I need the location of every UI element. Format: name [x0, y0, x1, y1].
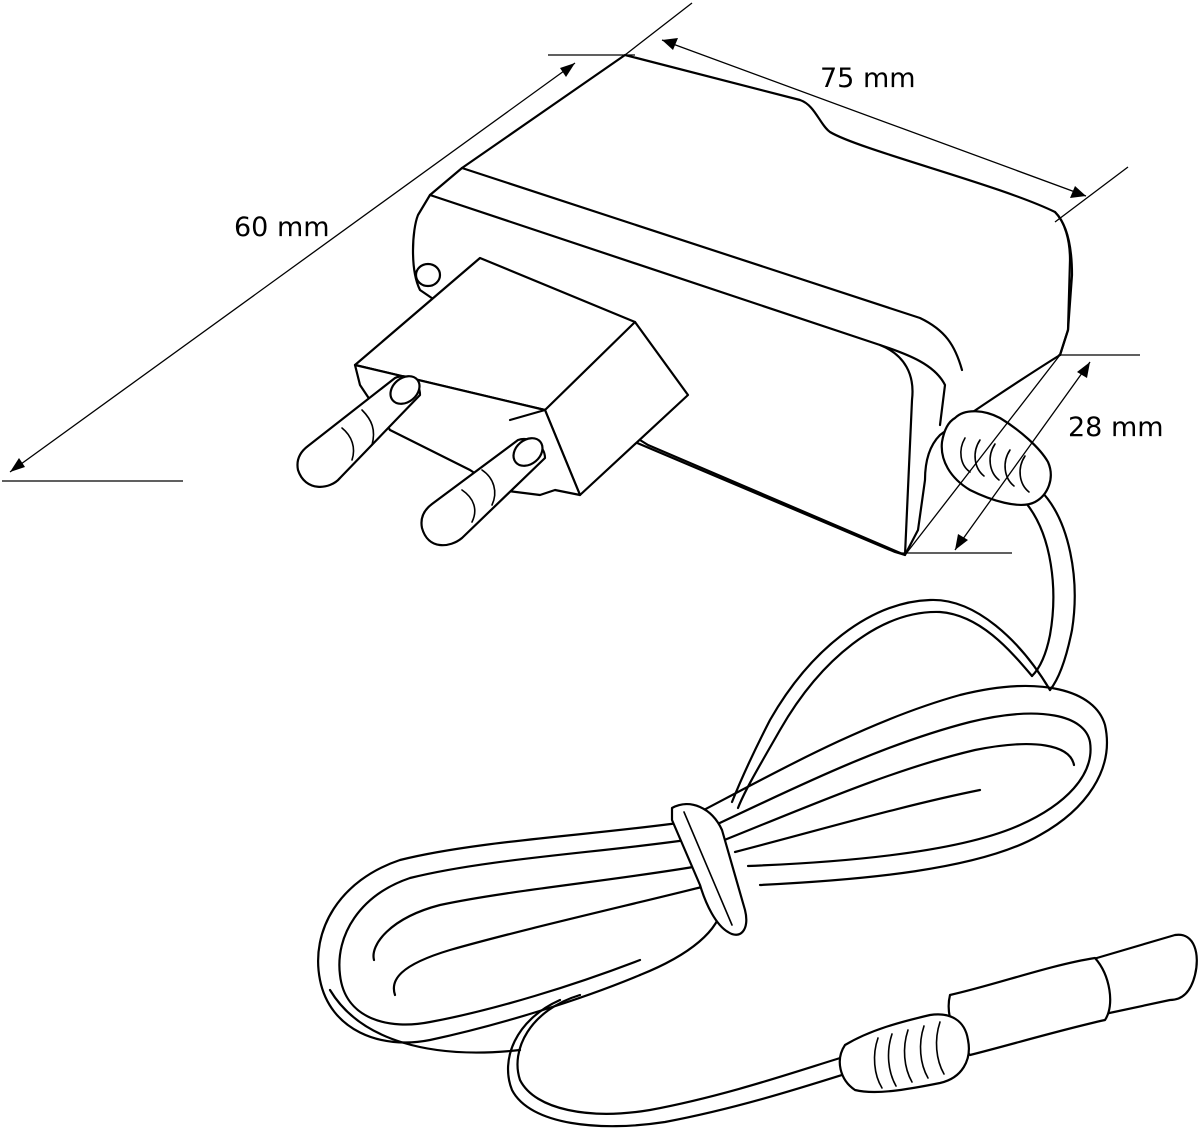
height-dimension-label: 28 mm [1068, 412, 1164, 443]
length-dimension-label: 75 mm [820, 63, 916, 94]
body-strain-relief [940, 410, 1052, 506]
cable-tie [670, 803, 748, 936]
dc-plug [838, 933, 1198, 1094]
dimension-lines [2, 2, 1140, 556]
width-dimension-label: 60 mm [234, 212, 330, 243]
euro-plug [296, 256, 690, 547]
